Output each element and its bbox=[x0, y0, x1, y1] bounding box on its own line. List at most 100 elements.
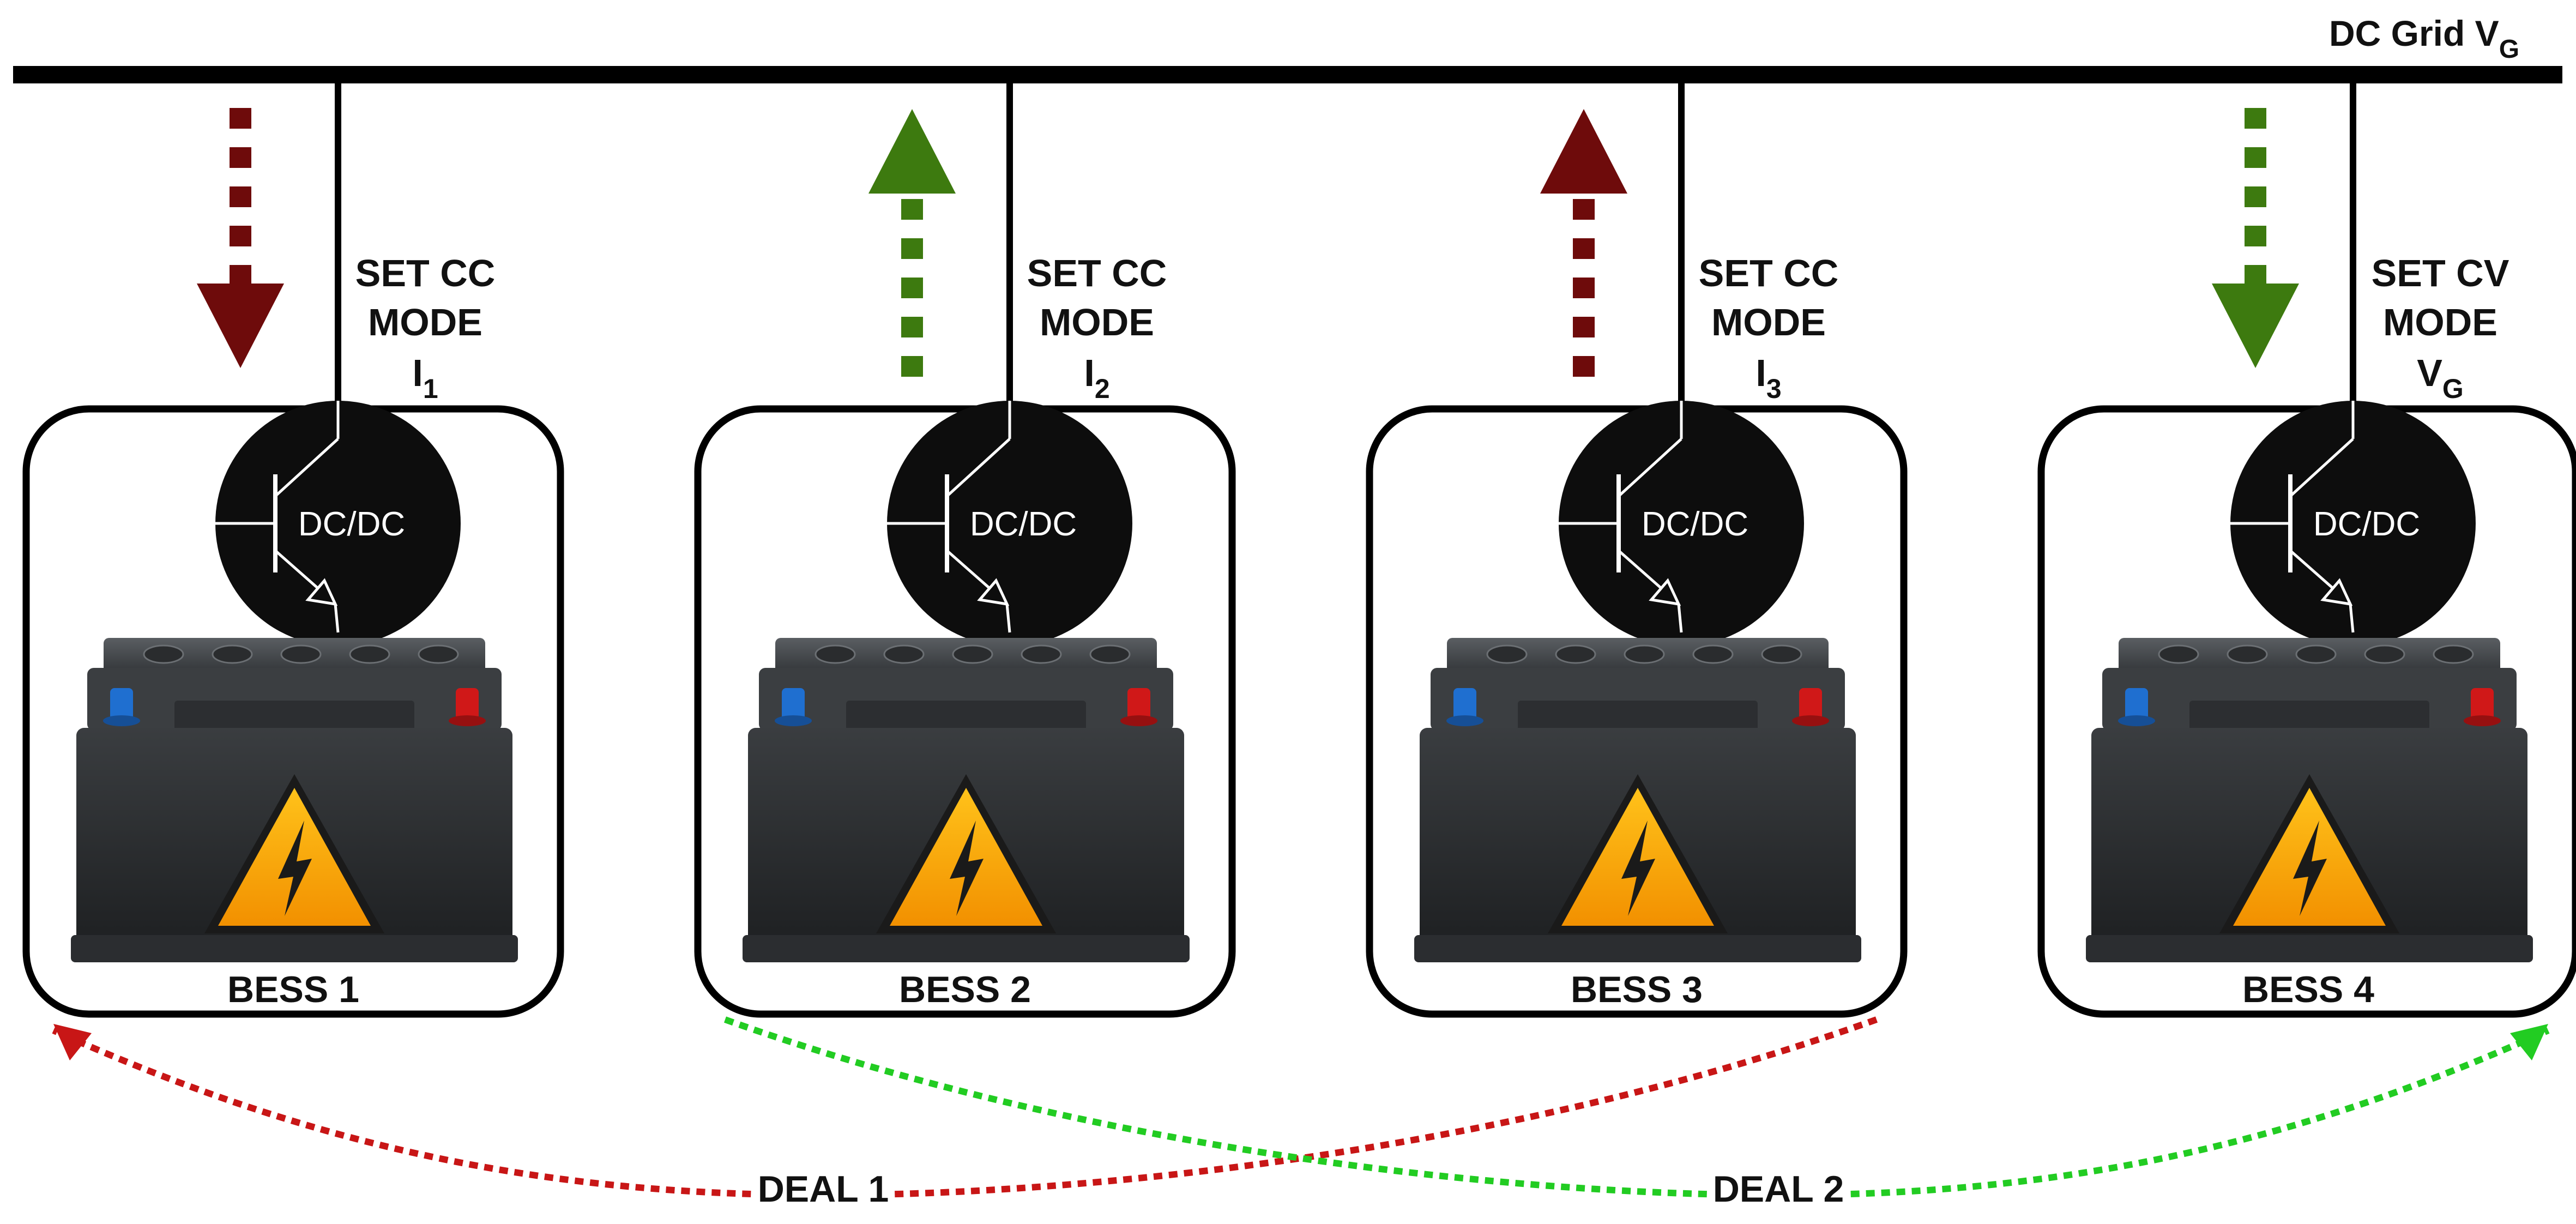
arrow-dash bbox=[230, 226, 251, 246]
battery-cap bbox=[2158, 644, 2199, 664]
battery-cap bbox=[1486, 644, 1528, 664]
collector-lead bbox=[274, 438, 339, 497]
battery-handle bbox=[174, 701, 414, 731]
arrow-dash bbox=[230, 186, 251, 207]
battery-cap bbox=[1555, 644, 1596, 664]
battery-base bbox=[71, 935, 518, 962]
dcdc-converter-icon: DC/DC bbox=[196, 401, 461, 646]
mode-parameter: I2 bbox=[1084, 352, 1109, 404]
lightning-bolt-icon bbox=[950, 821, 984, 916]
mode-label-line1: SET CC bbox=[355, 252, 496, 294]
battery-cap bbox=[2364, 644, 2405, 664]
arrow-head bbox=[2212, 284, 2299, 368]
emitter-arrow bbox=[977, 578, 1010, 606]
deal-2: DEAL 2 bbox=[723, 1016, 2550, 1210]
bess-name: BESS 2 bbox=[899, 969, 1031, 1010]
positive-terminal-base bbox=[2464, 715, 2501, 726]
arrow-head bbox=[1540, 109, 1627, 194]
negative-terminal-icon bbox=[1453, 688, 1476, 721]
deal-arrow-head bbox=[53, 1024, 92, 1060]
deal-arrow-head bbox=[2510, 1024, 2548, 1060]
mode-label-line2: MODE bbox=[2383, 301, 2497, 343]
battery-cap bbox=[418, 644, 459, 664]
arrow-head bbox=[868, 109, 956, 194]
mode-label-line2: MODE bbox=[1040, 301, 1154, 343]
arrow-dash bbox=[230, 108, 251, 129]
arrow-dash bbox=[2245, 108, 2266, 129]
converter-disc bbox=[887, 401, 1132, 646]
emitter-stub bbox=[1677, 604, 1683, 633]
bess-name: BESS 1 bbox=[227, 969, 359, 1010]
battery-handle bbox=[846, 701, 1086, 731]
deal-label-bg bbox=[1708, 1168, 1849, 1206]
negative-terminal-base bbox=[1446, 715, 1483, 726]
arrow-dash bbox=[2245, 226, 2266, 246]
collector-lead bbox=[1618, 438, 1682, 497]
battery-cap bbox=[349, 644, 390, 664]
battery-cap bbox=[2227, 644, 2268, 664]
positive-terminal-icon bbox=[2471, 688, 2494, 721]
mode-label-line1: SET CC bbox=[1699, 252, 1839, 294]
lightning-bolt-icon bbox=[278, 821, 312, 916]
mode-label-line2: MODE bbox=[368, 301, 482, 343]
dc-grid-bus bbox=[13, 66, 2562, 83]
emitter-stub bbox=[2349, 604, 2355, 633]
battery-icon bbox=[1414, 638, 1861, 962]
arrow-dash bbox=[230, 265, 251, 286]
battery-cap bbox=[2433, 644, 2474, 664]
battery-base bbox=[1414, 935, 1861, 962]
mode-parameter: VG bbox=[2417, 352, 2464, 404]
arrow-head bbox=[197, 284, 284, 368]
arrow-dash bbox=[901, 199, 923, 220]
unit-box bbox=[1366, 405, 1908, 1018]
arrow-dash bbox=[1573, 199, 1595, 220]
dc-grid-label: DC Grid VG bbox=[2329, 13, 2519, 64]
converter-label: DC/DC bbox=[1642, 505, 1748, 543]
emitter-arrow bbox=[305, 578, 338, 606]
battery-cap bbox=[1089, 644, 1131, 664]
battery-cap bbox=[1021, 644, 1062, 664]
arrow-dash bbox=[901, 317, 923, 337]
power-flow-arrow bbox=[2212, 108, 2299, 368]
arrow-dash bbox=[901, 238, 923, 259]
collector-lead bbox=[946, 438, 1011, 497]
battery-base bbox=[2086, 935, 2533, 962]
negative-terminal-base bbox=[2118, 715, 2155, 726]
arrow-dash bbox=[901, 278, 923, 298]
battery-base bbox=[743, 935, 1190, 962]
dcdc-converter-icon: DC/DC bbox=[868, 401, 1132, 646]
power-flow-arrow bbox=[1540, 109, 1627, 377]
deal-label: DEAL 2 bbox=[1713, 1168, 1844, 1210]
power-flow-arrow bbox=[197, 108, 284, 368]
negative-terminal-base bbox=[775, 715, 812, 726]
deal-curve bbox=[52, 1016, 1878, 1199]
battery-handle bbox=[2189, 701, 2429, 731]
battery-icon bbox=[2086, 638, 2533, 962]
battery-cap bbox=[1692, 644, 1734, 664]
mode-parameter: I1 bbox=[412, 352, 438, 404]
converter-label: DC/DC bbox=[298, 505, 405, 543]
negative-terminal-base bbox=[103, 715, 140, 726]
converter-disc bbox=[2230, 401, 2476, 646]
bess-name: BESS 4 bbox=[2242, 969, 2374, 1010]
battery-cap bbox=[143, 644, 184, 664]
battery-cap bbox=[815, 644, 856, 664]
mode-label-line1: SET CV bbox=[2372, 252, 2509, 294]
deal-label: DEAL 1 bbox=[758, 1168, 889, 1210]
dcdc-converter-icon: DC/DC bbox=[1540, 401, 1804, 646]
deal-1: DEAL 1 bbox=[52, 1016, 1878, 1210]
battery-cap bbox=[212, 644, 253, 664]
emitter-arrow bbox=[2320, 578, 2353, 606]
positive-terminal-base bbox=[449, 715, 486, 726]
converter-label: DC/DC bbox=[970, 505, 1077, 543]
battery-cap bbox=[1761, 644, 1802, 664]
unit-box bbox=[2037, 405, 2576, 1018]
arrow-dash bbox=[2245, 147, 2266, 168]
arrow-dash bbox=[2245, 265, 2266, 286]
battery-handle bbox=[1518, 701, 1758, 731]
bess-name: BESS 3 bbox=[1571, 969, 1703, 1010]
